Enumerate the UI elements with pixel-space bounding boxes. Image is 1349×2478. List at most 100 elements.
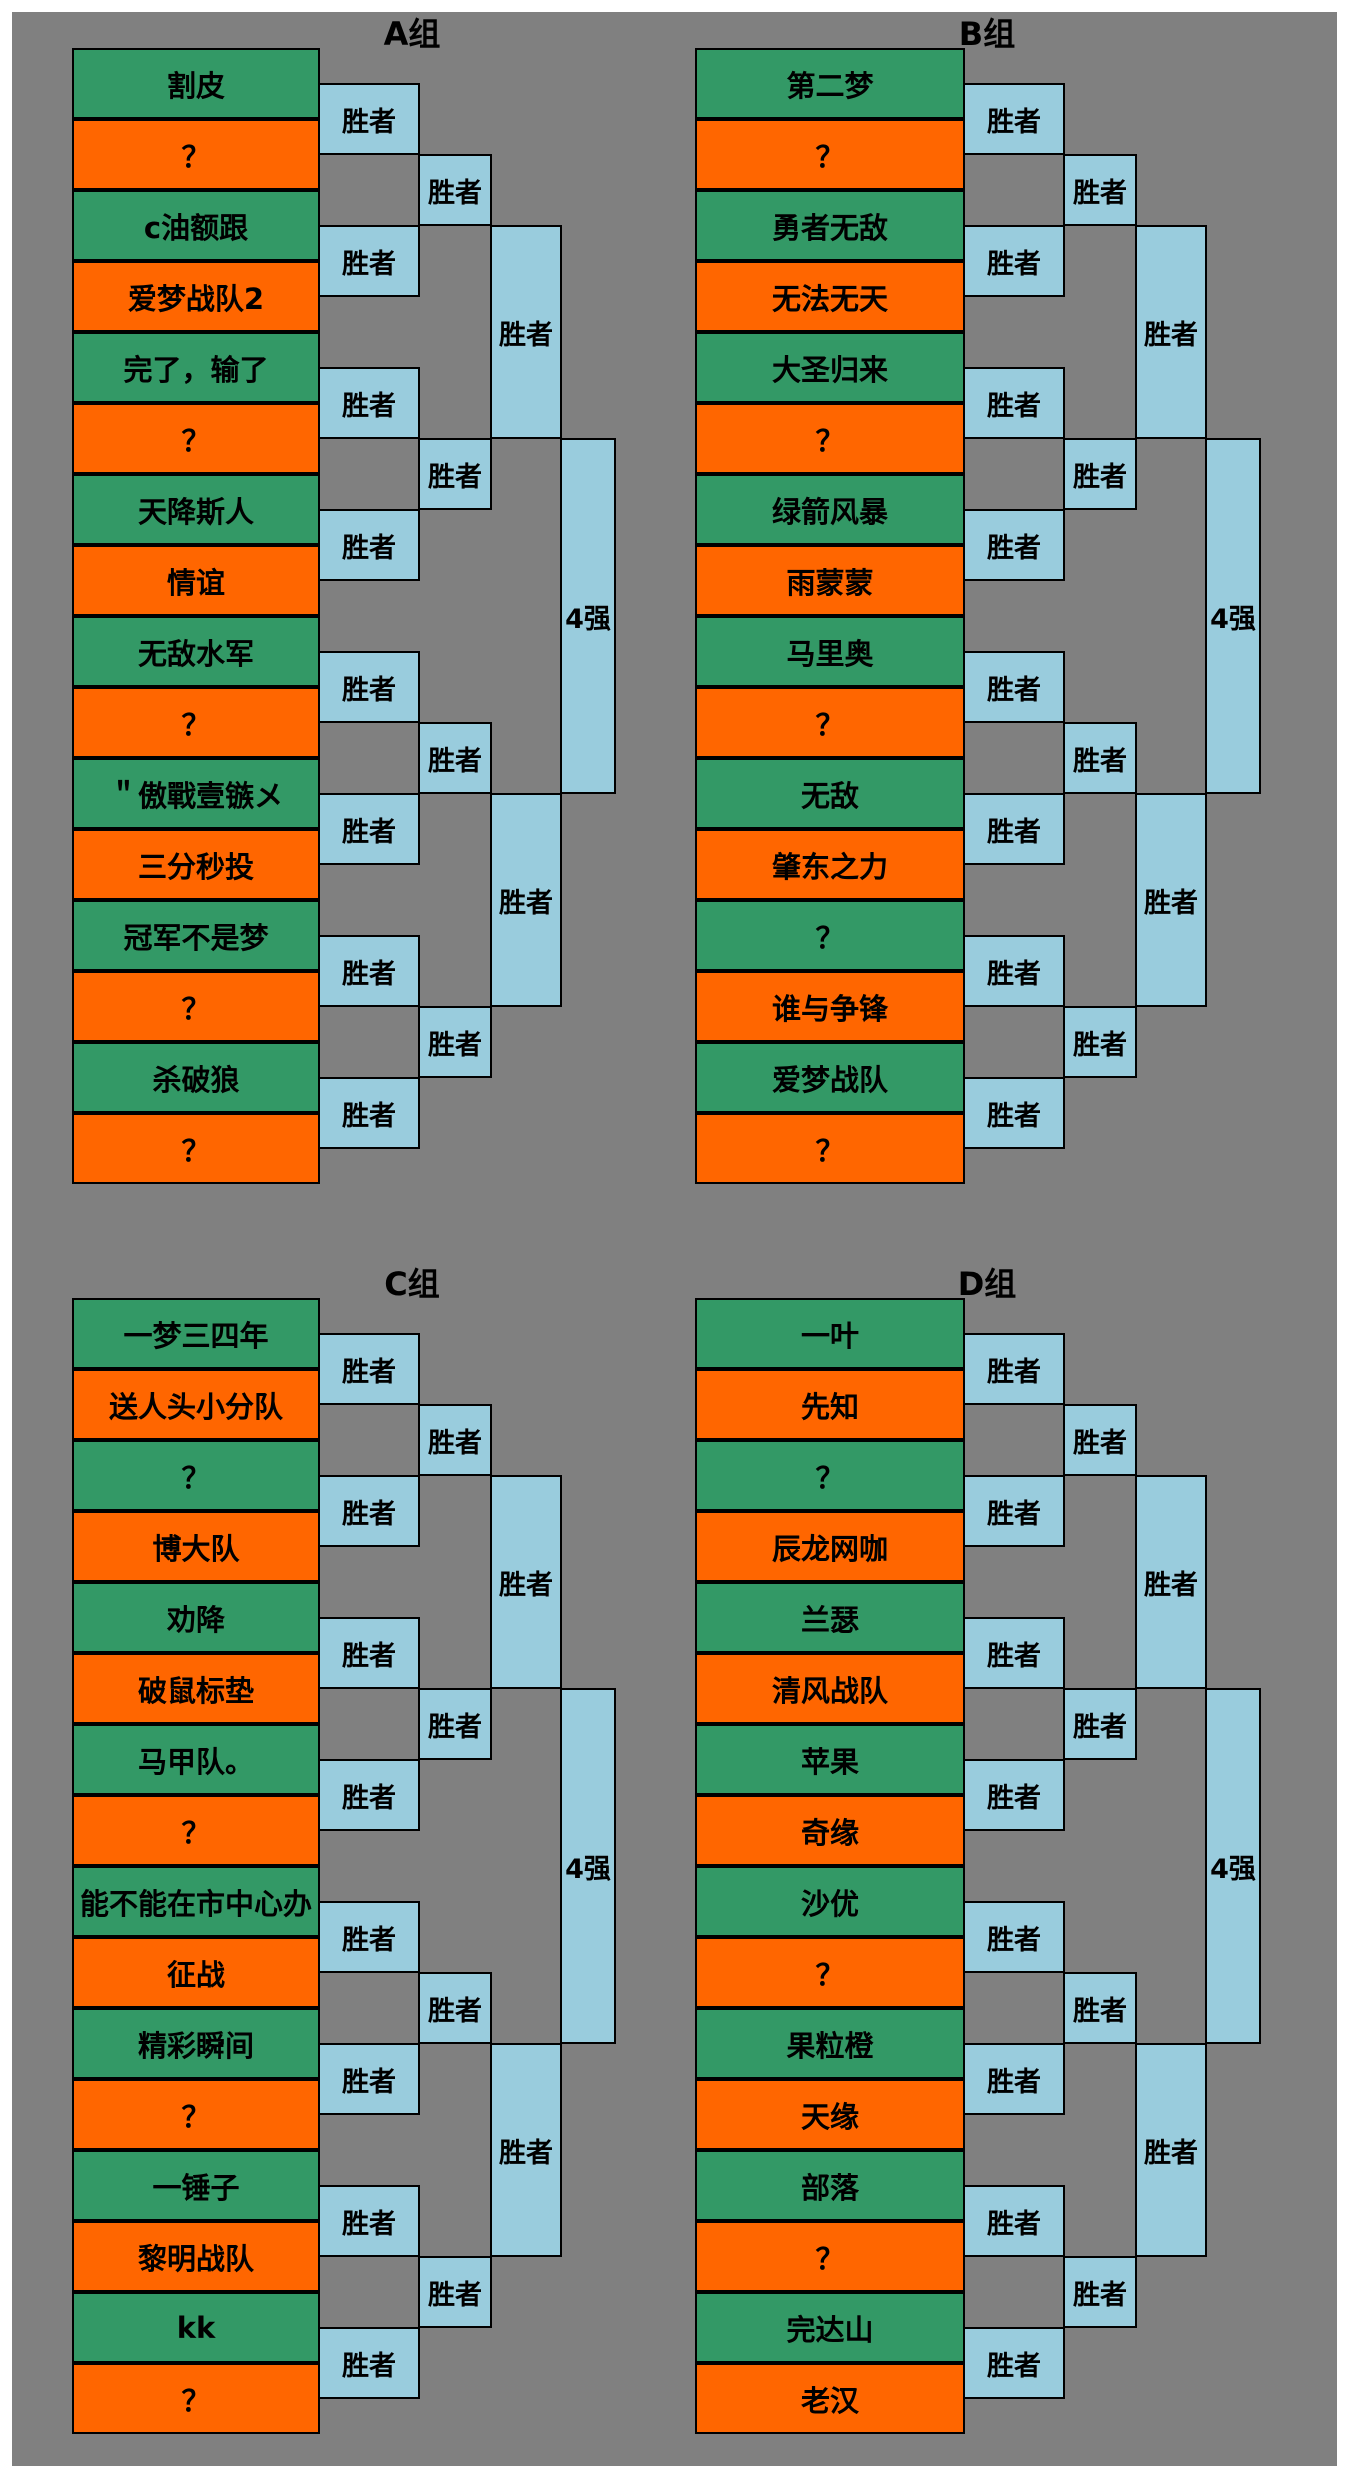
team-slot: ？ xyxy=(72,2079,320,2150)
team-slot: 天缘 xyxy=(695,2079,965,2150)
winner-box-round1: 胜者 xyxy=(318,1901,420,1973)
winner-box-round3: 胜者 xyxy=(1135,225,1207,439)
team-slot: ？ xyxy=(72,1795,320,1866)
winner-box-round1: 胜者 xyxy=(963,651,1065,723)
team-slot: 无敌水军 xyxy=(72,616,320,687)
team-slot: 苹果 xyxy=(695,1724,965,1795)
winner-box-round1: 胜者 xyxy=(963,2327,1065,2399)
winner-box-round1: 胜者 xyxy=(318,367,420,439)
team-slot: 雨蒙蒙 xyxy=(695,545,965,616)
team-slot: 绿箭风暴 xyxy=(695,474,965,545)
winner-box-round2: 胜者 xyxy=(418,1006,492,1078)
winner-box-round2: 胜者 xyxy=(418,438,492,510)
winner-box-round3: 胜者 xyxy=(1135,793,1207,1007)
winner-box-round2: 胜者 xyxy=(1063,1972,1137,2044)
winner-box-round1: 胜者 xyxy=(318,651,420,723)
winner-box-round1: 胜者 xyxy=(318,1617,420,1689)
team-slot: 博大队 xyxy=(72,1511,320,1582)
final-four-box: 4强 xyxy=(1205,438,1261,794)
team-slot: 杀破狼 xyxy=(72,1042,320,1113)
team-slot: 勇者无敌 xyxy=(695,190,965,261)
team-slot: ？ xyxy=(695,687,965,758)
team-slot: ？ xyxy=(72,1113,320,1184)
team-slot: 能不能在市中心办 xyxy=(72,1866,320,1937)
winner-box-round2: 胜者 xyxy=(1063,1688,1137,1760)
group-title: D组 xyxy=(957,1265,1017,1303)
winner-box-round1: 胜者 xyxy=(963,83,1065,155)
team-slot: ？ xyxy=(695,403,965,474)
winner-box-round2: 胜者 xyxy=(418,722,492,794)
winner-box-round3: 胜者 xyxy=(490,1475,562,1689)
team-slot: 部落 xyxy=(695,2150,965,2221)
team-slot: ？ xyxy=(72,119,320,190)
group-title: C组 xyxy=(384,1265,440,1303)
team-slot: ？ xyxy=(72,971,320,1042)
winner-box-round3: 胜者 xyxy=(490,225,562,439)
team-slot: kk xyxy=(72,2292,320,2363)
team-slot: ？ xyxy=(695,2221,965,2292)
team-slot: 征战 xyxy=(72,1937,320,2008)
winner-box-round1: 胜者 xyxy=(318,1759,420,1831)
team-slot: 情谊 xyxy=(72,545,320,616)
winner-box-round2: 胜者 xyxy=(1063,2256,1137,2328)
winner-box-round1: 胜者 xyxy=(963,509,1065,581)
team-slot: ？ xyxy=(695,1440,965,1511)
winner-box-round1: 胜者 xyxy=(318,935,420,1007)
winner-box-round2: 胜者 xyxy=(418,1972,492,2044)
winner-box-round1: 胜者 xyxy=(963,1617,1065,1689)
winner-box-round1: 胜者 xyxy=(963,935,1065,1007)
team-slot: 爱梦战队 xyxy=(695,1042,965,1113)
team-slot: ？ xyxy=(72,2363,320,2434)
winner-box-round1: 胜者 xyxy=(318,509,420,581)
team-slot: 劝降 xyxy=(72,1582,320,1653)
winner-box-round1: 胜者 xyxy=(963,1901,1065,1973)
winner-box-round1: 胜者 xyxy=(318,225,420,297)
final-four-box: 4强 xyxy=(560,438,616,794)
team-slot: ？ xyxy=(72,403,320,474)
winner-box-round2: 胜者 xyxy=(1063,154,1137,226)
team-slot: 先知 xyxy=(695,1369,965,1440)
team-slot: 冠军不是梦 xyxy=(72,900,320,971)
team-slot: 肇东之力 xyxy=(695,829,965,900)
winner-box-round2: 胜者 xyxy=(1063,1404,1137,1476)
winner-box-round3: 胜者 xyxy=(1135,2043,1207,2257)
winner-box-round1: 胜者 xyxy=(963,2043,1065,2115)
winner-box-round2: 胜者 xyxy=(418,1404,492,1476)
team-slot: 一锤子 xyxy=(72,2150,320,2221)
team-slot: 黎明战队 xyxy=(72,2221,320,2292)
team-slot: 奇缘 xyxy=(695,1795,965,1866)
team-slot: 破鼠标垫 xyxy=(72,1653,320,1724)
final-four-box: 4强 xyxy=(560,1688,616,2044)
team-slot: 一梦三四年 xyxy=(72,1298,320,1369)
winner-box-round1: 胜者 xyxy=(963,793,1065,865)
group-title: B组 xyxy=(958,15,1016,53)
winner-box-round1: 胜者 xyxy=(963,1475,1065,1547)
team-slot: ？ xyxy=(72,687,320,758)
team-slot: ？ xyxy=(695,119,965,190)
team-slot: 无法无天 xyxy=(695,261,965,332)
team-slot: 沙优 xyxy=(695,1866,965,1937)
winner-box-round1: 胜者 xyxy=(963,367,1065,439)
winner-box-round1: 胜者 xyxy=(318,2185,420,2257)
team-slot: 兰瑟 xyxy=(695,1582,965,1653)
winner-box-round1: 胜者 xyxy=(318,793,420,865)
winner-box-round1: 胜者 xyxy=(318,83,420,155)
winner-box-round2: 胜者 xyxy=(1063,1006,1137,1078)
team-slot: 清风战队 xyxy=(695,1653,965,1724)
team-slot: 无敌 xyxy=(695,758,965,829)
winner-box-round1: 胜者 xyxy=(318,2327,420,2399)
team-slot: 果粒橙 xyxy=(695,2008,965,2079)
team-slot: ？ xyxy=(72,1440,320,1511)
team-slot: 马甲队。 xyxy=(72,1724,320,1795)
winner-box-round1: 胜者 xyxy=(963,1077,1065,1149)
winner-box-round1: 胜者 xyxy=(963,2185,1065,2257)
team-slot: 完了，输了 xyxy=(72,332,320,403)
winner-box-round2: 胜者 xyxy=(418,2256,492,2328)
team-slot: 天降斯人 xyxy=(72,474,320,545)
team-slot: 辰龙网咖 xyxy=(695,1511,965,1582)
team-slot: ？ xyxy=(695,1113,965,1184)
winner-box-round2: 胜者 xyxy=(418,154,492,226)
winner-box-round1: 胜者 xyxy=(318,1077,420,1149)
group-title: A组 xyxy=(383,15,441,53)
winner-box-round1: 胜者 xyxy=(318,2043,420,2115)
